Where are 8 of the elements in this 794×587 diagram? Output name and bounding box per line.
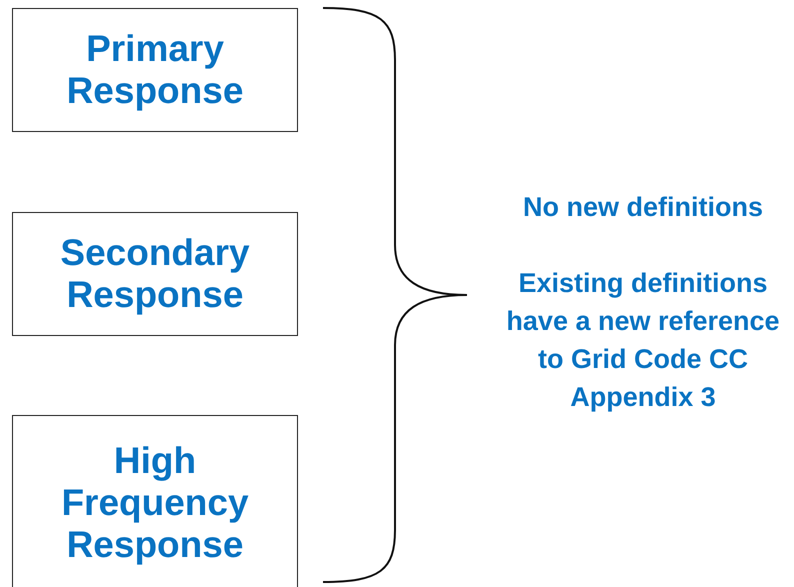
response-box [12, 415, 298, 587]
response-box [12, 8, 298, 132]
response-box [12, 212, 298, 336]
box-title: High Frequency Response [60, 440, 250, 566]
note-text: No new definitions [522, 191, 764, 224]
box-title: Secondary Response [59, 232, 251, 316]
box-title: Primary Response [66, 28, 244, 112]
note-text: Existing definitions have a new reference to Grid Code CC Appendix 3 [505, 267, 781, 414]
